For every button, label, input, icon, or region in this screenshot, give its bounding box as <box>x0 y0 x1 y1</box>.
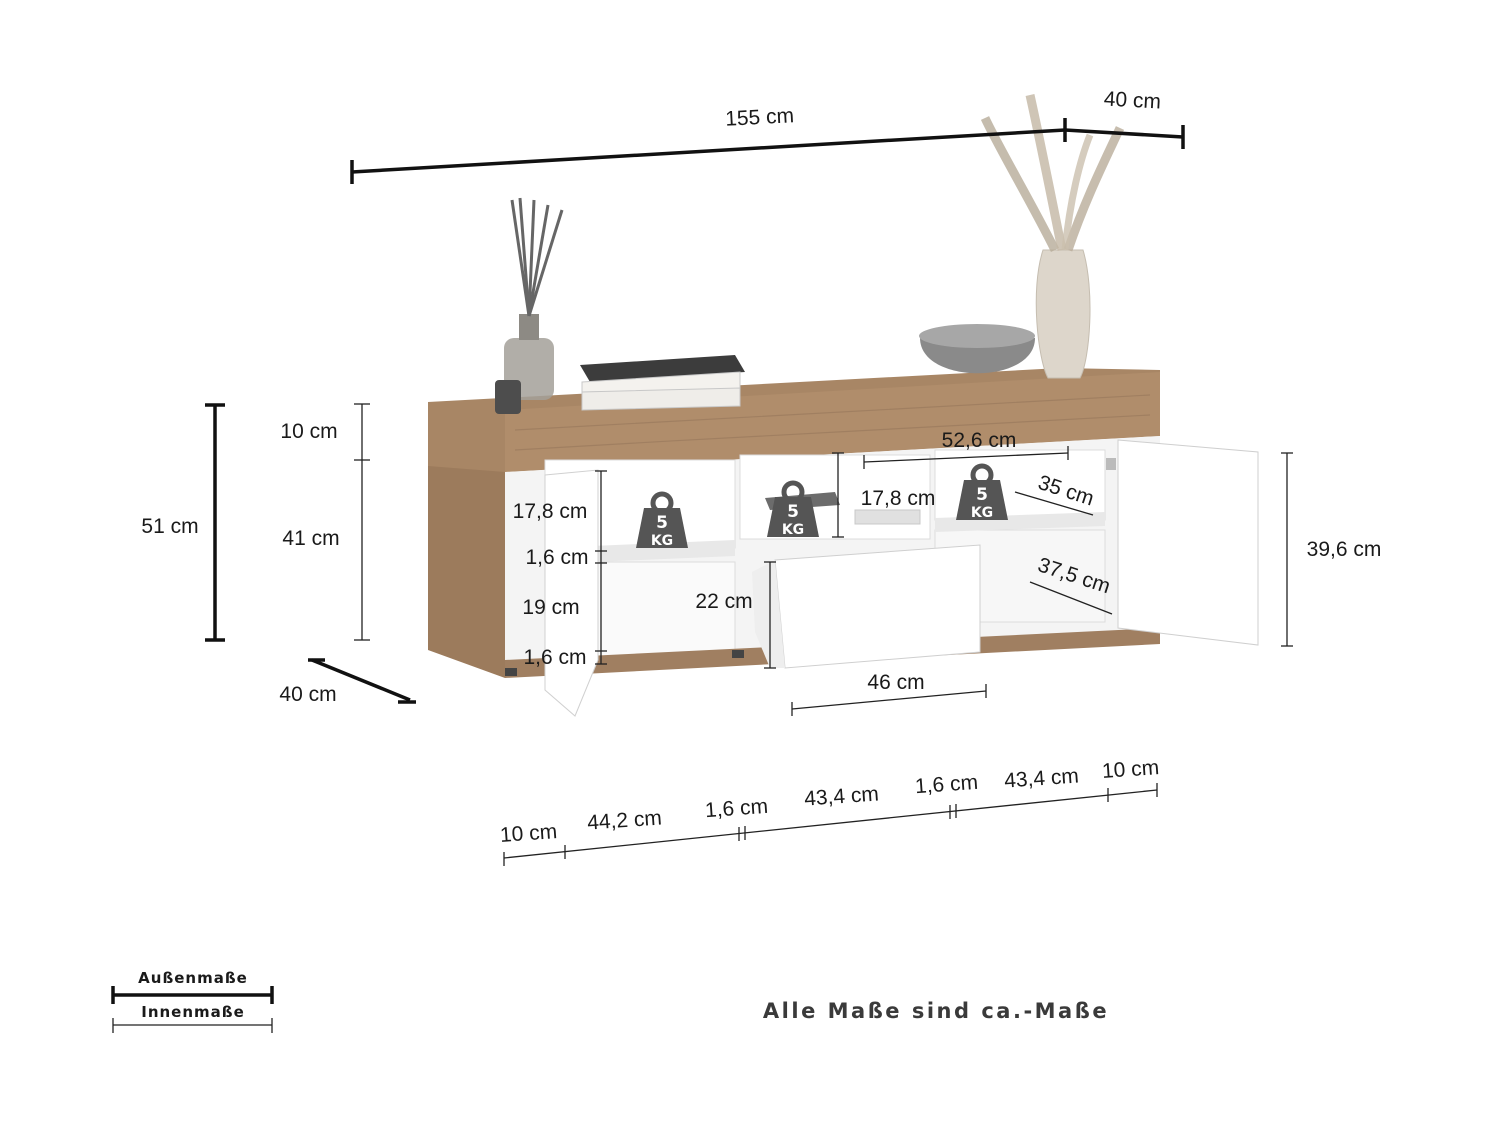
pampas-vase <box>980 94 1125 379</box>
load-badge: 5 KG <box>767 480 819 538</box>
label-segment: 44,2 cm <box>586 806 662 834</box>
label-left-shelf-top: 17,8 cm <box>513 500 588 523</box>
drawer-pulled-out <box>774 544 981 669</box>
label-segment: 1,6 cm <box>704 795 768 822</box>
legend-outer-label: Außenmaße <box>138 969 248 987</box>
decor-player <box>854 509 921 525</box>
load-badge: 5 KG <box>636 491 688 549</box>
door-left-open <box>544 469 599 717</box>
door-right-open <box>1117 439 1259 646</box>
cabinet-foot <box>732 650 744 658</box>
label-segment: 1,6 cm <box>914 771 978 798</box>
label-segment: 43,4 cm <box>803 782 879 810</box>
label-center-height: 17,8 cm <box>861 487 936 510</box>
load-badge-unit: KG <box>782 522 804 538</box>
label-segment: 43,4 cm <box>1003 764 1079 792</box>
label-center-width: 52,6 cm <box>942 429 1017 452</box>
label-left-board-1: 1,6 cm <box>525 546 588 569</box>
load-badge-unit: KG <box>971 505 993 521</box>
load-badge-weight: 5 <box>656 513 668 533</box>
legend: Außenmaße Innenmaße <box>111 969 274 1033</box>
cabinet-side-wood <box>428 402 505 678</box>
load-badge-unit: KG <box>651 533 673 549</box>
load-badge-weight: 5 <box>787 502 799 522</box>
label-drawer-height: 22 cm <box>695 590 752 613</box>
stacked-books <box>580 355 745 411</box>
label-height: 51 cm <box>141 515 198 538</box>
label-width: 155 cm <box>725 104 795 131</box>
label-drawer-width: 46 cm <box>867 671 924 694</box>
tv-board-illustration <box>428 94 1259 717</box>
legend-inner-label: Innenmaße <box>141 1003 245 1021</box>
label-depth-top: 40 cm <box>1103 88 1161 114</box>
label-left-shelf-bottom: 19 cm <box>522 596 579 619</box>
decor-bowl <box>920 338 1035 374</box>
drawer-side <box>752 560 785 668</box>
label-top-panel: 10 cm <box>280 420 337 443</box>
label-depth-side: 40 cm <box>279 683 336 706</box>
outer-dimension-lines <box>205 118 1185 704</box>
load-badge-weight: 5 <box>976 485 988 505</box>
label-segment: 10 cm <box>1101 756 1160 783</box>
cabinet-top-front <box>505 372 1160 472</box>
label-door-height: 39,6 cm <box>1307 538 1382 561</box>
approximate-dimensions-note: Alle Maße sind ca.-Maße <box>763 999 1109 1023</box>
inner-dimension-lines <box>354 403 1293 866</box>
door-hinge <box>1106 458 1116 470</box>
label-segment: 10 cm <box>499 820 558 847</box>
reed-diffuser <box>495 197 564 414</box>
label-left-board-2: 1,6 cm <box>523 646 586 669</box>
cabinet-foot <box>505 668 517 676</box>
label-body-height: 41 cm <box>282 527 339 550</box>
load-badge: 5 KG <box>956 463 1008 521</box>
